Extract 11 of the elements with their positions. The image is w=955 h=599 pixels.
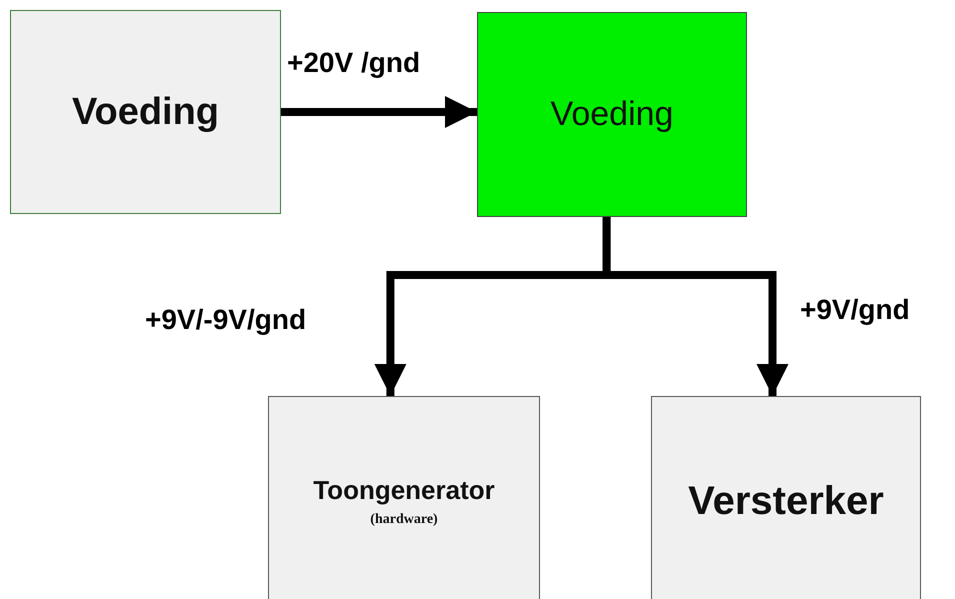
block-title: Toongenerator bbox=[313, 474, 495, 506]
block-title: Voeding bbox=[550, 95, 674, 134]
block-box bbox=[10, 10, 281, 214]
arrow bbox=[281, 96, 477, 128]
block-box bbox=[651, 396, 921, 599]
block-box bbox=[268, 396, 540, 599]
block-title: Voeding bbox=[72, 90, 220, 134]
block-subtitle: (hardware) bbox=[370, 512, 438, 528]
arrow bbox=[602, 217, 788, 396]
block-box bbox=[477, 12, 747, 217]
block-title: Versterker bbox=[688, 478, 884, 524]
